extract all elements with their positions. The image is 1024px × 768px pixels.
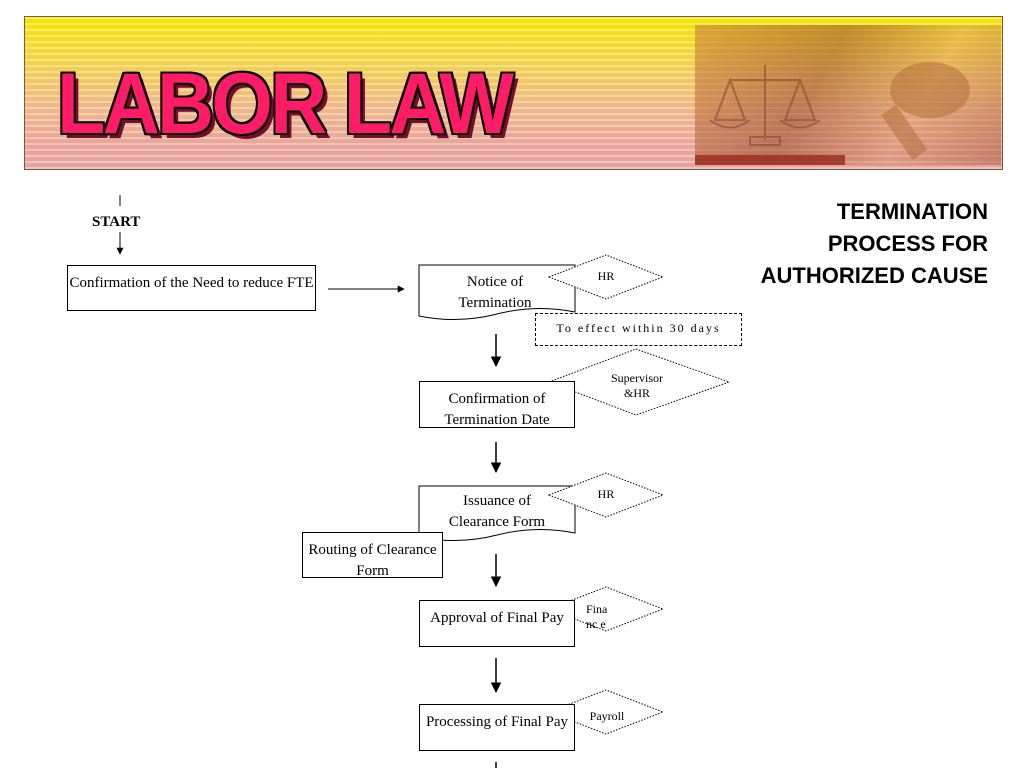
- step-processing-label: Processing of Final Pay: [425, 714, 569, 730]
- responsible-issuance: HR: [597, 487, 615, 501]
- step-issuance: Issuance of Clearance Form: [435, 484, 559, 530]
- step-confirm-need: Confirmation of the Need to reduce FTE: [67, 265, 316, 311]
- process-title-line-3: AUTHORIZED CAUSE: [760, 263, 988, 288]
- step-notice: Notice of Termination: [440, 265, 550, 311]
- notice-document-shape: [418, 264, 576, 321]
- diamond-approval-finance: [547, 586, 665, 632]
- step-issuance-label: Issuance of Clearance Form: [448, 493, 546, 530]
- step-routing-label: Routing of Clearance Form: [308, 542, 437, 579]
- diamond-issuance-hr: [547, 472, 665, 518]
- responsible-approval: Financ e: [586, 602, 608, 631]
- step-confirm-need-label: Confirmation of the Need to reduce FTE: [69, 275, 314, 291]
- process-title-line-1: TERMINATION: [836, 199, 988, 224]
- banner-title: LABOR LAW: [57, 56, 514, 152]
- responsible-notice: HR: [597, 269, 615, 283]
- responsible-confirm-date: Supervisor &HR: [611, 371, 663, 400]
- diamond-notice-hr: [547, 254, 665, 300]
- step-routing: Routing of Clearance Form: [302, 532, 443, 579]
- step-confirm-date-label: Confirmation of Termination Date: [444, 391, 550, 428]
- effect-note: To effect within 30 days: [535, 313, 742, 346]
- responsible-processing: Payroll: [589, 709, 625, 723]
- diamond-date-supervisor: [547, 348, 731, 416]
- process-title: TERMINATION PROCESS FOR AUTHORIZED CAUSE: [700, 196, 988, 292]
- scales-icon: [709, 62, 970, 161]
- scales-of-justice-image: [695, 25, 1001, 165]
- step-approval-label: Approval of Final Pay: [430, 610, 564, 626]
- step-notice-label: Notice of Termination: [458, 274, 532, 311]
- header-banner: LABOR LAW: [24, 16, 1003, 170]
- diamond-processing-payroll: [547, 689, 665, 735]
- process-title-line-2: PROCESS FOR: [827, 231, 988, 256]
- step-approval: Approval of Final Pay: [419, 600, 575, 647]
- start-label: START: [92, 214, 141, 230]
- step-processing: Processing of Final Pay: [419, 704, 575, 751]
- step-confirm-date: Confirmation of Termination Date: [419, 381, 575, 428]
